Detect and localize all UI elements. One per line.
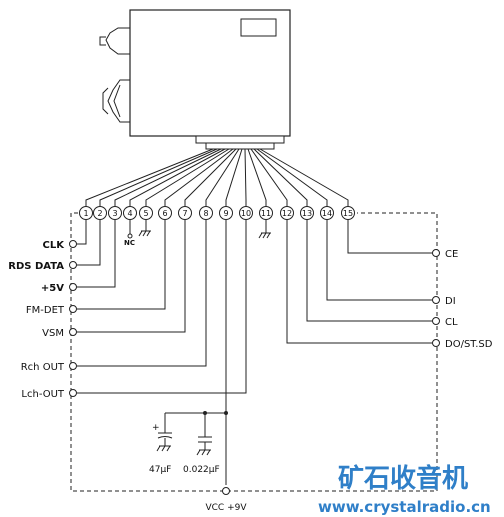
pin-number: 2 (97, 209, 102, 218)
pin-number: 1 (83, 209, 88, 218)
capacitor-0022uf-label: 0.022μF (183, 465, 220, 475)
pin-header: 1 2 3 4 5 6 7 8 9 10 11 12 13 14 15 (79, 206, 355, 220)
terminal-rds-data (69, 261, 77, 269)
pin-number: 3 (112, 209, 117, 218)
terminal-5v (69, 283, 77, 291)
capacitor-polarity-label: + (152, 423, 160, 433)
terminal-vcc (222, 487, 230, 495)
pin-11: 11 (259, 206, 273, 220)
label-vsm: VSM (42, 328, 64, 339)
label-rds-data: RDS DATA (8, 261, 64, 272)
nc-terminal (127, 233, 133, 239)
pin-2: 2 (93, 206, 107, 220)
watermark-url: www.crystalradio.cn (318, 498, 491, 516)
pin-number: 4 (127, 209, 132, 218)
pin-number: 11 (261, 209, 271, 218)
terminal-cl (432, 317, 440, 325)
terminal-lch-out (69, 389, 77, 397)
pin-10: 10 (239, 206, 253, 220)
pin-7: 7 (178, 206, 192, 220)
terminal-clk (69, 240, 77, 248)
board-outline (70, 212, 438, 492)
label-clk: CLK (43, 240, 66, 251)
wiring (77, 148, 432, 485)
pin-3: 3 (108, 206, 122, 220)
pin-4: 4 (123, 206, 137, 220)
label-ce: CE (445, 249, 458, 260)
pin-9: 9 (219, 206, 233, 220)
capacitor-47uf-label: 47μF (149, 465, 171, 475)
terminals (69, 240, 440, 495)
label-vcc: VCC +9V (205, 503, 247, 513)
watermark-chinese: 矿石收音机 (338, 463, 468, 494)
pin-number: 5 (143, 209, 148, 218)
terminal-ce (432, 249, 440, 257)
pin-1: 1 (79, 206, 93, 220)
pin-5: 5 (139, 206, 153, 220)
pin-number: 6 (162, 209, 167, 218)
pin-8: 8 (199, 206, 213, 220)
label-5v: +5V (41, 283, 64, 294)
nc-label: NC (124, 239, 135, 247)
pin-number: 14 (322, 209, 332, 218)
label-di: DI (445, 296, 456, 307)
pin-number: 9 (223, 209, 228, 218)
label-lch-out: Lch-OUT (21, 389, 64, 400)
pin-number: 7 (182, 209, 187, 218)
ground-symbols (138, 230, 271, 456)
terminal-do-st-sd (432, 339, 440, 347)
terminal-vsm (69, 328, 77, 336)
pin-number: 10 (241, 209, 251, 218)
pin-number: 12 (282, 209, 292, 218)
capacitor-0022uf (198, 436, 212, 443)
terminal-fm-det (69, 305, 77, 313)
label-do-st-sd: DO/ST.SD (445, 339, 493, 350)
pin-15: 15 (341, 206, 355, 220)
label-cl: CL (445, 317, 458, 328)
terminal-rch-out (69, 362, 77, 370)
pin-13: 13 (300, 206, 314, 220)
terminal-di (432, 296, 440, 304)
pin-number: 8 (203, 209, 208, 218)
pin-12: 12 (280, 206, 294, 220)
capacitor-47uf (157, 432, 173, 440)
label-fm-det: FM-DET (26, 305, 65, 316)
pin-number: 13 (302, 209, 312, 218)
pin-number: 15 (343, 209, 353, 218)
pin-14: 14 (320, 206, 334, 220)
tuner-module (99, 9, 291, 150)
pin-6: 6 (158, 206, 172, 220)
label-rch-out: Rch OUT (21, 362, 65, 373)
